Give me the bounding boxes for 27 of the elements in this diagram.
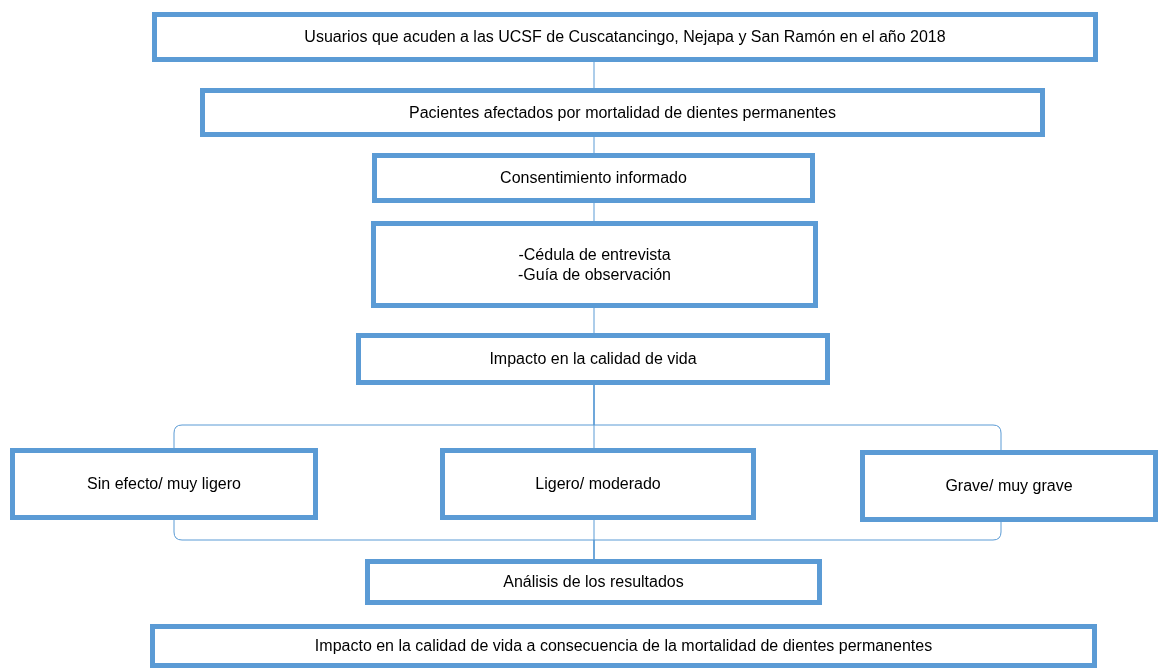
process-box [365,559,822,605]
box-text: Ligero/ moderado [535,474,661,494]
box-text: Grave/ muy grave [945,476,1073,496]
connector-line [593,307,595,334]
box-text: Sin efecto/ muy ligero [87,474,241,494]
process-box [372,153,815,203]
box-text: Impacto en la calidad de vida a consecuencia de la mortalidad de dientes permanentes [314,636,933,656]
process-box [371,221,818,308]
box-text: Pacientes afectados por mortalidad de dientes permanentes [409,102,836,123]
box-text: Usuarios que acuden a las UCSF de Cuscatancingo, Nejapa y San Ramón en el año 2018 [304,27,946,47]
connector-line [593,521,1002,560]
box-text: -Cédula de entrevista [518,244,671,265]
process-box [200,88,1045,137]
box-text: Impacto en la calidad de vida [489,349,697,369]
process-box [440,448,756,520]
process-box [152,12,1098,62]
connector-line [593,202,595,222]
process-box [860,450,1158,522]
box-text: -Guía de observación [518,264,671,285]
connector-line [593,61,595,89]
connector-line [593,136,595,154]
connector-line [593,384,1002,451]
process-box [356,333,830,385]
box-text: Consentimiento informado [500,168,687,188]
process-box [10,448,318,520]
process-box [150,624,1097,668]
box-text: Análisis de los resultados [503,572,684,592]
